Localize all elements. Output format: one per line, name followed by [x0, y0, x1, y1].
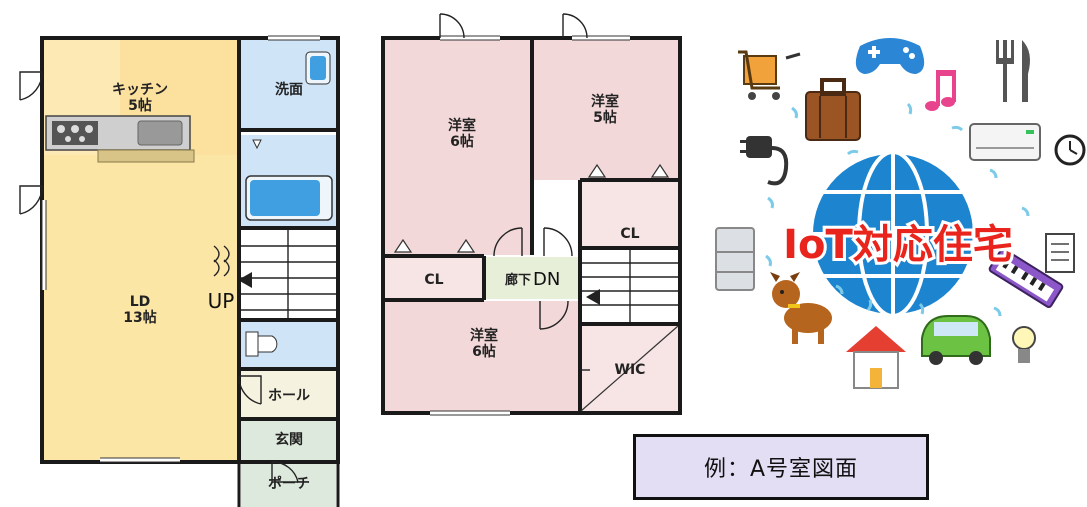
room-a-label: 洋室	[448, 117, 476, 134]
fork-knife-icon	[996, 40, 1030, 102]
iot-illustration: IoT対応住宅	[715, 38, 1086, 389]
globe-icon	[809, 150, 977, 318]
stair-arrow-2-icon	[586, 289, 600, 305]
keyboard-instrument-icon	[988, 248, 1064, 308]
wic-label: WIC	[615, 362, 646, 378]
caption-text: 例：A号室図面	[703, 457, 859, 482]
dn-label: DN	[533, 269, 560, 290]
porch-floor	[241, 462, 336, 507]
cl-right-label: CL	[620, 226, 639, 242]
hallway-floor	[485, 257, 579, 299]
porch-label: ポーチ	[268, 475, 310, 492]
room-a-floor	[385, 40, 531, 255]
floor-1-plan: キッチン 5帖 洗面 LD 13帖 UP ホール 玄関 ポーチ	[19, 35, 340, 507]
washroom-label: 洗面	[275, 81, 303, 98]
caption-box: 例：A号室図面	[633, 434, 929, 500]
room-c-size-label: 6帖	[472, 343, 496, 360]
room-b-floor	[533, 40, 678, 180]
room-c-floor	[385, 301, 579, 411]
light-bulb-icon	[1012, 326, 1036, 363]
power-plug-icon	[740, 136, 789, 186]
hall-floor	[241, 370, 336, 418]
refrigerator-icon	[715, 227, 755, 291]
car-icon	[921, 315, 991, 365]
entrance-label: 玄関	[275, 431, 303, 448]
clock-icon	[1054, 134, 1086, 166]
game-controller-icon	[855, 38, 925, 74]
entrance-floor	[241, 420, 336, 460]
cl-left-label: CL	[424, 272, 443, 288]
room-b-label: 洋室	[591, 93, 619, 110]
suitcase-icon	[805, 78, 861, 141]
shopping-cart-icon	[738, 50, 801, 100]
stair-arrow-icon	[238, 272, 252, 288]
dog-icon	[770, 272, 832, 344]
music-note-icon	[925, 70, 956, 111]
document-icon	[1045, 233, 1075, 273]
cl-right-floor	[580, 182, 678, 247]
kitchen-size-label: 5帖	[128, 97, 152, 114]
iot-title: IoT対応住宅	[783, 222, 1013, 268]
floor-2-plan: 洋室 6帖 洋室 5帖 CL CL 廊下 DN 洋室 6帖 WIC	[381, 13, 682, 416]
ld-label: LD	[130, 294, 151, 310]
air-conditioner-icon	[969, 123, 1041, 161]
room-a-size-label: 6帖	[450, 133, 474, 150]
hall-label: ホール	[268, 388, 310, 404]
signal-waves	[765, 102, 1030, 317]
cl-left-floor	[385, 257, 482, 299]
house-icon	[846, 326, 906, 389]
up-label: UP	[208, 289, 235, 313]
room-c-label: 洋室	[470, 327, 498, 344]
hallway-label: 廊下	[505, 272, 531, 288]
ld-size-label: 13帖	[123, 309, 156, 326]
kitchen-label: キッチン	[112, 82, 168, 98]
room-b-size-label: 5帖	[593, 109, 617, 126]
